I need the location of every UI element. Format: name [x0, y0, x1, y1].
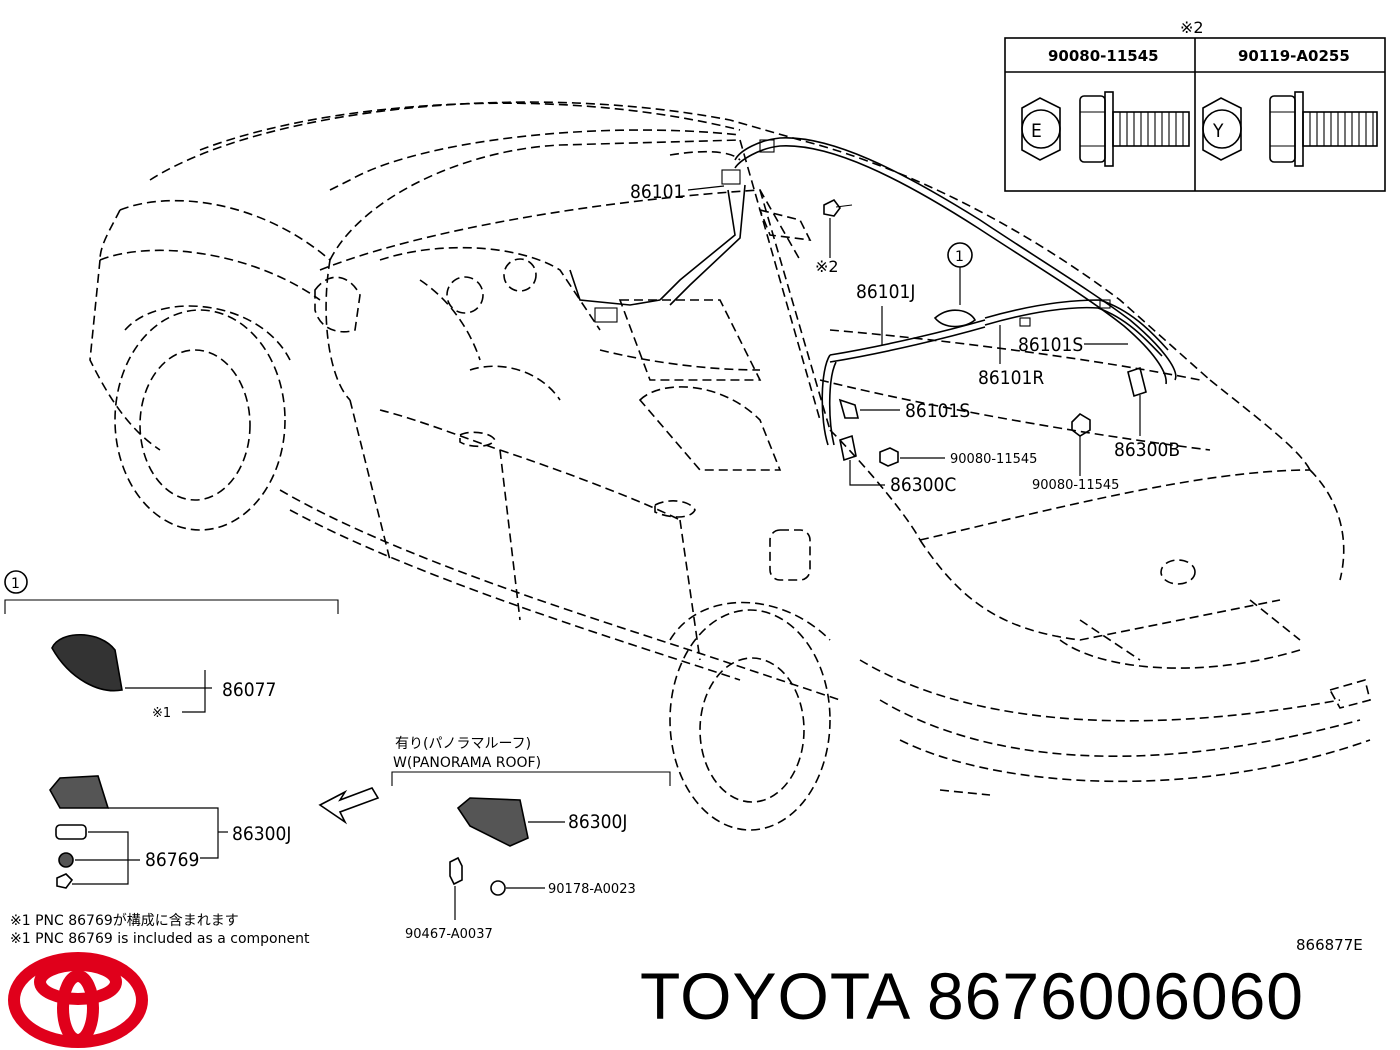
- callout-86300b: 86300B: [1114, 439, 1180, 461]
- footnote-en: ※1 PNC 86769 is included as a component: [10, 931, 310, 947]
- drawing-reference-code: 866877E: [1296, 936, 1363, 954]
- toyota-logo: [8, 952, 148, 1048]
- bolt-mark-y: Y: [1212, 120, 1224, 142]
- roof-antenna-fin: [933, 309, 977, 328]
- nut-icon: [58, 852, 74, 868]
- bolt-mark-e: E: [1031, 120, 1042, 142]
- panorama-title-jp: 有り(パノラマルーフ): [395, 736, 531, 752]
- shark-fin-cover-icon: [51, 633, 123, 692]
- panorama-part-86300j: 86300J: [568, 811, 627, 833]
- callout-86101j: 86101J: [856, 281, 915, 303]
- callout-90080-a: 90080-11545: [950, 452, 1037, 467]
- detail-2-antenna-assembly: 86300J 86769: [49, 775, 380, 889]
- amplifier-86300b: [1127, 366, 1147, 398]
- panorama-screw-part: 90467-A0037: [405, 927, 493, 942]
- panorama-roof-variant: 有り(パノラマルーフ) W(PANORAMA ROOF) 86300J 9046…: [391, 736, 671, 942]
- callout-86101s-lower: 86101S: [905, 400, 970, 422]
- table-header-1: 90080-11545: [1048, 47, 1159, 65]
- callout-86300c: 86300C: [890, 474, 956, 496]
- callout-86101r: 86101R: [978, 367, 1044, 389]
- callouts: 86101 ※2 1 86101J 86101S 86101R 86101S 8…: [630, 181, 1180, 496]
- table-header-2: 90119-A0255: [1238, 47, 1350, 65]
- bolt-y-icon: Y: [1202, 91, 1378, 167]
- car-body-outline: [89, 101, 1371, 831]
- panorama-screw-icon: [449, 856, 463, 886]
- panorama-title-en: W(PANORAMA ROOF): [393, 755, 541, 771]
- footnote: ※1 PNC 86769が構成に含まれます ※1 PNC 86769 is in…: [10, 913, 310, 947]
- callout-circle-1-text: 1: [955, 249, 964, 265]
- amplifier-86300c: [839, 434, 857, 462]
- detail-1-part-86077: 86077: [222, 679, 276, 701]
- brand-part-number: TOYOTA 8676006060: [640, 959, 1305, 1033]
- bolt-e-icon: E: [1021, 91, 1190, 167]
- detail-2-part-86769: 86769: [145, 849, 199, 871]
- fastener-table: ※2 90080-11545 90119-A0255 E: [1004, 18, 1386, 192]
- callout-86101s-upper: 86101S: [1018, 334, 1083, 356]
- gasket-icon: [55, 824, 87, 840]
- detail-1-antenna-cover: 1 86077 ※1: [4, 570, 339, 721]
- callout-86101: 86101: [630, 181, 684, 203]
- detail-2-part-86300j: 86300J: [232, 823, 291, 845]
- panorama-clip-part: 90178-A0023: [548, 882, 636, 897]
- table-note: ※2: [1180, 18, 1204, 37]
- antenna-cord: [569, 137, 1177, 467]
- callout-note2: ※2: [815, 257, 839, 276]
- antenna-base-icon: [49, 775, 110, 809]
- detail-1-note: ※1: [152, 706, 171, 721]
- panorama-clip-icon: [490, 880, 506, 896]
- reference-arrow-icon: [318, 787, 380, 825]
- footnote-jp: ※1 PNC 86769が構成に含まれます: [10, 913, 239, 929]
- screw-icon: [56, 873, 74, 889]
- detail-1-circle-text: 1: [11, 576, 20, 592]
- antenna-base-panorama-icon: [456, 797, 529, 847]
- callout-90080-b: 90080-11545: [1032, 478, 1119, 493]
